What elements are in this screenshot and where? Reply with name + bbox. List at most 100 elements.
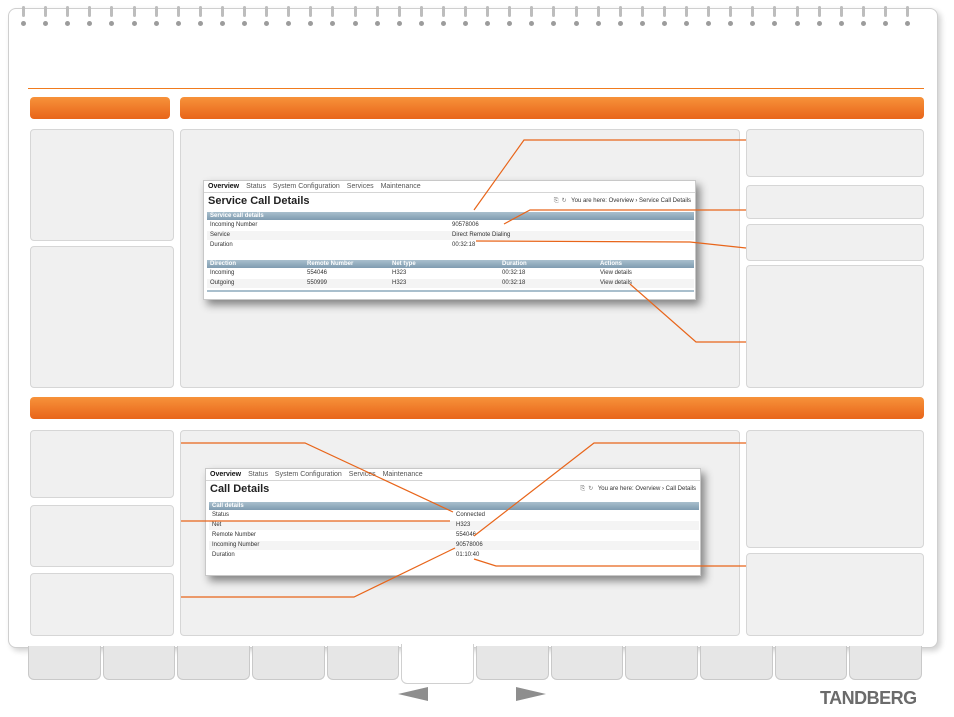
nav-status[interactable]: Status [248, 471, 268, 478]
page-title: Call Details [210, 483, 270, 495]
binder-ring [374, 6, 380, 26]
nav-maintenance[interactable]: Maintenance [382, 471, 423, 478]
left-info-panel-4 [30, 505, 174, 567]
binder-ring [794, 6, 800, 26]
binder-ring [286, 6, 292, 26]
chapter-tab[interactable] [849, 646, 922, 680]
left-info-panel-2 [30, 246, 174, 388]
callout-box-2 [746, 185, 924, 219]
binder-ring [816, 6, 822, 26]
detail-row-service: Service Direct Remote Dialing [207, 231, 694, 240]
left-info-panel-3 [30, 430, 174, 498]
title-rule [28, 88, 924, 89]
chapter-tab[interactable] [326, 646, 400, 680]
col-duration: Duration [502, 261, 527, 267]
binder-ring [838, 6, 844, 26]
left-info-panel-1 [30, 129, 174, 241]
table-bottom-rule [207, 290, 694, 292]
chapter-tab[interactable] [476, 646, 549, 680]
print-icon[interactable]: ⎘ [553, 198, 559, 204]
binder-ring [153, 6, 159, 26]
breadcrumb: ⎘↻ You are here: Overview › Call Details [580, 485, 696, 493]
chapter-tab[interactable] [252, 646, 325, 680]
breadcrumb-path[interactable]: Overview › Call Details [635, 486, 696, 492]
col-net-type: Net type [392, 261, 416, 267]
binder-ring [617, 6, 623, 26]
nav-services[interactable]: Services [346, 183, 374, 190]
binder-ring [860, 6, 866, 26]
col-direction: Direction [210, 261, 237, 267]
chapter-tab[interactable] [102, 646, 176, 680]
binder-ring [507, 6, 513, 26]
detail-label: Service [210, 232, 231, 238]
screen-nav: Overview Status System Configuration Ser… [208, 183, 426, 190]
detail-label: Duration [212, 552, 235, 558]
detail-label: Incoming Number [212, 542, 260, 548]
detail-row-status: Status Connected [209, 511, 699, 520]
callout-box-5 [746, 430, 924, 548]
binder-ring [197, 6, 203, 26]
detail-label: Incoming Number [210, 222, 258, 228]
chapter-tab[interactable] [28, 646, 101, 680]
detail-row-net: Net H323 [209, 521, 699, 530]
view-details-link[interactable]: View details [600, 270, 632, 276]
cell-direction: Outgoing [210, 280, 235, 286]
view-details-link[interactable]: View details [600, 280, 632, 286]
binder-ring [396, 6, 402, 26]
chapter-tab[interactable] [177, 646, 250, 680]
binder-ring [219, 6, 225, 26]
detail-row-remote-number: Remote Number 554046 [209, 531, 699, 540]
breadcrumb-path[interactable]: Overview › Service Call Details [608, 198, 691, 204]
nav-overview[interactable]: Overview [208, 183, 240, 190]
chapter-tab[interactable] [700, 646, 773, 680]
section-header-bar-bottom [30, 397, 924, 419]
binder-ring [308, 6, 314, 26]
binder-ring [131, 6, 137, 26]
page-title: Service Call Details [208, 195, 310, 207]
nav-maintenance[interactable]: Maintenance [380, 183, 421, 190]
chapter-tab[interactable] [550, 646, 624, 680]
binder-ring [264, 6, 270, 26]
binder-ring [242, 6, 247, 26]
nav-system-configuration[interactable]: System Configuration [274, 471, 342, 478]
callout-box-4 [746, 265, 924, 388]
nav-overview[interactable]: Overview [210, 471, 242, 478]
nav-services[interactable]: Services [348, 471, 376, 478]
breadcrumb-prefix: You are here: [571, 198, 607, 204]
detail-value: H323 [456, 522, 471, 528]
table-row: Outgoing 550999 H323 00:32:18 View detai… [207, 279, 694, 288]
cell-net-type: H323 [392, 280, 407, 286]
print-icon[interactable]: ⎘ [580, 486, 586, 492]
binder-ring [882, 6, 888, 26]
binder-ring [573, 6, 579, 26]
binder-ring [440, 6, 446, 26]
chapter-tab[interactable] [774, 646, 848, 680]
binder-ring [750, 6, 756, 26]
refresh-icon[interactable]: ↻ [561, 198, 567, 204]
cell-duration: 00:32:18 [502, 280, 526, 286]
binder-ring [330, 6, 336, 26]
binder-rings [21, 6, 932, 32]
nav-divider [206, 480, 700, 481]
next-page-arrow-icon[interactable] [516, 687, 546, 701]
chapter-tab[interactable] [401, 644, 474, 684]
binder-ring [175, 6, 181, 26]
table-row: Incoming 554046 H323 00:32:18 View detai… [207, 269, 694, 278]
previous-page-arrow-icon[interactable] [398, 687, 428, 701]
breadcrumb-prefix: You are here: [597, 486, 634, 492]
nav-status[interactable]: Status [246, 183, 266, 190]
detail-label: Status [212, 512, 230, 518]
section-header: Service call details [207, 212, 694, 220]
binder-ring [639, 6, 645, 26]
chapter-tab[interactable] [625, 646, 698, 680]
binder-ring [706, 6, 712, 26]
binder-ring [43, 6, 49, 26]
detail-value: 90578006 [452, 222, 479, 228]
binder-ring [109, 6, 115, 26]
binder-ring [65, 6, 71, 26]
refresh-icon[interactable]: ↻ [588, 486, 594, 492]
detail-value: 90578006 [456, 542, 483, 548]
binder-ring [352, 6, 358, 26]
nav-system-configuration[interactable]: System Configuration [272, 183, 340, 190]
callout-box-1 [746, 129, 924, 177]
